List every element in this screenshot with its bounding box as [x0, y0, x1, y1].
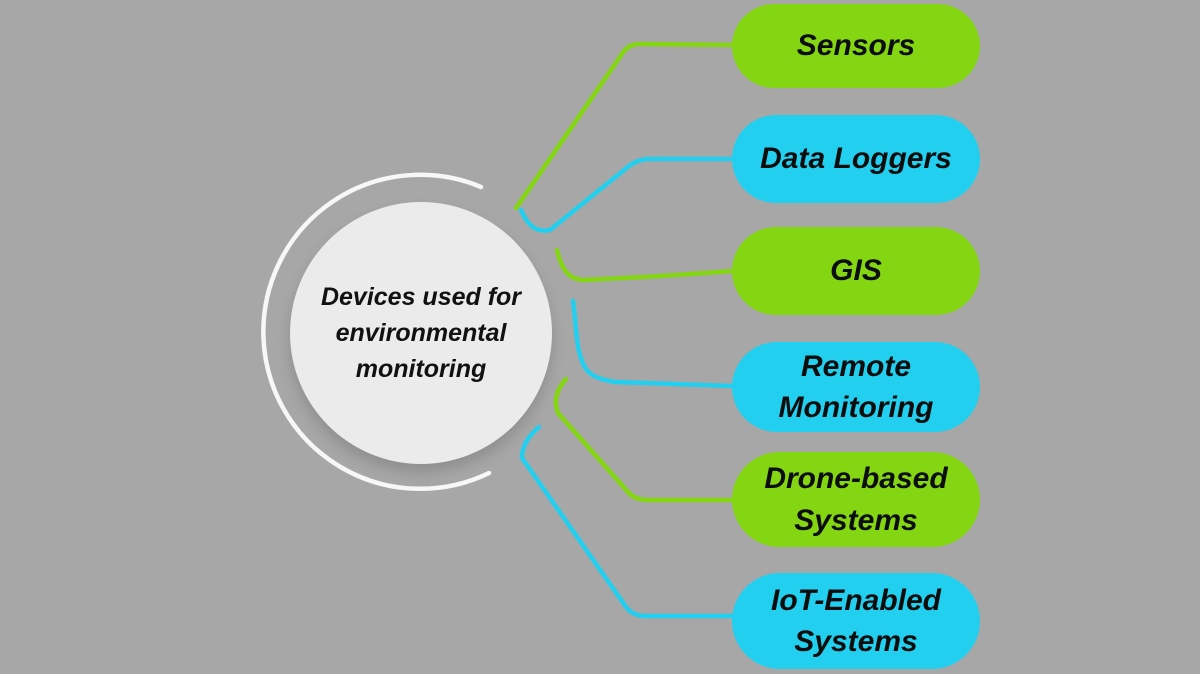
branch-label: Drone-based Systems: [764, 462, 948, 537]
branch-label: Data Loggers: [760, 142, 952, 176]
center-node: Devices used for environmental monitorin…: [290, 202, 552, 464]
branch-node-gis: GIS: [732, 227, 980, 315]
center-node-label: Devices used for environmental monitorin…: [320, 282, 522, 384]
branch-label: Remote Monitoring: [778, 349, 934, 424]
branch-node-iot-enabled-systems: IoT-Enabled Systems: [732, 573, 980, 669]
branch-node-data-loggers: Data Loggers: [732, 115, 980, 203]
branch-label: IoT-Enabled Systems: [770, 583, 941, 658]
branch-label: GIS: [830, 254, 882, 288]
branch-node-sensors: Sensors: [732, 4, 980, 88]
center-arc: [261, 172, 492, 492]
connector-remote-monitoring: [570, 298, 735, 389]
connector-sensors: [513, 41, 735, 211]
connector-gis: [554, 247, 735, 283]
connector-drone-based: [553, 376, 735, 503]
branch-label: Sensors: [796, 29, 916, 63]
connector-data-loggers: [518, 156, 735, 233]
branch-node-remote-monitoring: Remote Monitoring: [732, 342, 980, 432]
connector-iot-enabled: [519, 424, 735, 619]
branch-node-drone-based-systems: Drone-based Systems: [732, 452, 980, 547]
